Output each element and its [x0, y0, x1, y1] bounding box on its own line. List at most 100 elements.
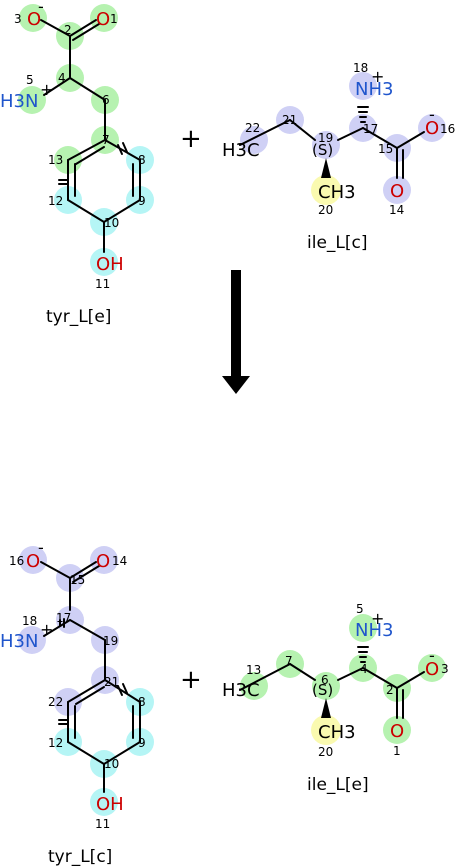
- hl-atom-16: [418, 114, 446, 142]
- atom-index-20: 20: [318, 745, 333, 759]
- bonds: [40, 561, 141, 793]
- atom-label-14: O: [96, 551, 110, 572]
- atom-label-3: O: [425, 659, 439, 680]
- bold-wedge: [321, 698, 331, 718]
- atom-labels: NH3 + H3C (S) O - CH3 O: [222, 609, 439, 743]
- atom-index-22: 22: [245, 121, 260, 135]
- molecule-tyr-L-e: O - O H3N + OH 3 1 2 4 5 6 7 13 8 12 9 1…: [0, 0, 154, 327]
- atom-indices: 16 14 15 17 18 19 21 22 8 12 9 10 11: [9, 554, 146, 831]
- atom-indices: 3 1 2 4 5 6 7 13 8 12 9 10 11: [14, 12, 146, 291]
- atom-index-3: 3: [441, 662, 449, 676]
- atom-charge-16: -: [38, 538, 44, 557]
- atom-label-5: H3N: [0, 91, 38, 112]
- hl-atom-1: [383, 716, 411, 744]
- atom-highlights: [18, 546, 154, 816]
- hl-atom-18: [349, 72, 377, 100]
- hl-atom-6: [312, 672, 340, 700]
- atom-index-4: 4: [360, 662, 368, 676]
- hl-atom-18: [18, 626, 46, 654]
- atom-charge-18: +: [371, 67, 384, 86]
- molecule-name: tyr_L[e]: [46, 307, 111, 327]
- hl-atom-16: [19, 546, 47, 574]
- bonds: [239, 646, 425, 719]
- atom-indices: 18 22 21 19 17 16 15 20 14: [245, 61, 455, 217]
- atom-label-16: O: [425, 118, 439, 139]
- atom-index-7: 7: [285, 654, 293, 668]
- atom-labels: O - O H3N + OH: [0, 0, 124, 275]
- molecule-name: ile_L[c]: [307, 233, 368, 253]
- atom-index-20: 20: [318, 203, 333, 217]
- hl-atom-5: [349, 614, 377, 642]
- atom-index-8: 8: [138, 153, 146, 167]
- atom-index-12: 12: [48, 736, 63, 750]
- hl-atom-22: [240, 126, 268, 154]
- atom-index-5: 5: [356, 602, 364, 616]
- atom-index-9: 9: [138, 736, 146, 750]
- atom-label-1: O: [390, 721, 404, 742]
- atom-index-14: 14: [112, 554, 127, 568]
- bold-wedge: [321, 158, 331, 178]
- atom-index-5: 5: [26, 73, 34, 87]
- atom-label-11: OH: [96, 254, 124, 275]
- atom-charge-5: +: [371, 609, 384, 628]
- atom-index-11: 11: [95, 277, 110, 291]
- atom-label-20: CH3: [318, 182, 356, 203]
- hashed-wedge: [59, 618, 65, 628]
- reaction-arrow: [222, 270, 250, 394]
- atom-label-18: H3N: [0, 631, 38, 652]
- atom-index-15: 15: [70, 573, 85, 587]
- atom-index-3: 3: [14, 12, 22, 26]
- atom-index-10: 10: [104, 757, 119, 771]
- atom-index-17: 17: [56, 611, 71, 625]
- atom-index-16: 16: [440, 122, 455, 136]
- plus-sign-products: +: [180, 665, 202, 695]
- atom-label-11: OH: [96, 794, 124, 815]
- atom-index-2: 2: [386, 683, 394, 697]
- molecule-ile-L-c: NH3 + H3C (S) O - CH3 O 18 22 21 19 17 1…: [222, 61, 455, 253]
- atom-label-18: NH3: [355, 79, 393, 100]
- hl-atom-14: [383, 176, 411, 204]
- atom-highlights: [18, 4, 154, 276]
- atom-index-19: 19: [103, 634, 118, 648]
- hl-atom-19: [312, 131, 340, 159]
- atom-index-8: 8: [138, 695, 146, 709]
- atom-charge-3: -: [38, 0, 44, 16]
- atom-index-1: 1: [393, 744, 401, 758]
- hl-atom-20: [311, 175, 341, 205]
- atom-index-2: 2: [64, 23, 72, 37]
- atom-index-21: 21: [104, 675, 119, 689]
- atom-label-14: O: [390, 181, 404, 202]
- hashed-wedge: [357, 646, 369, 663]
- atom-label-13: H3C: [222, 680, 260, 701]
- atom-charge-3: -: [429, 646, 435, 665]
- atom-index-17: 17: [363, 122, 378, 136]
- atom-index-9: 9: [138, 194, 146, 208]
- atom-index-13: 13: [48, 153, 63, 167]
- atom-index-15: 15: [378, 142, 393, 156]
- atom-charge-16: -: [429, 105, 435, 124]
- atom-index-21: 21: [282, 113, 297, 127]
- atom-label-1: O: [96, 9, 110, 30]
- plus-sign-reactants: +: [180, 124, 202, 154]
- bonds: [239, 106, 425, 179]
- molecule-tyr-L-c: O - O H3N + OH 16 14 15 17 18 19 21 22 8…: [0, 538, 154, 867]
- hl-atom-3: [19, 4, 47, 32]
- atom-index-11: 11: [95, 817, 110, 831]
- bonds: [40, 19, 141, 253]
- atom-index-16: 16: [9, 554, 24, 568]
- atom-charge-18: +: [40, 620, 53, 639]
- atom-index-1: 1: [110, 12, 118, 26]
- atom-index-18: 18: [22, 614, 37, 628]
- molecule-name: tyr_L[c]: [48, 847, 112, 867]
- atom-index-22: 22: [48, 695, 63, 709]
- hashed-wedge: [357, 106, 369, 123]
- atom-label-22: H3C: [222, 140, 260, 161]
- atom-index-19: 19: [318, 131, 333, 145]
- atom-index-13: 13: [246, 663, 261, 677]
- atom-index-18: 18: [353, 61, 368, 75]
- atom-label-5: NH3: [355, 620, 393, 641]
- hl-atom-3: [418, 654, 446, 682]
- stereo-label: (S): [312, 141, 333, 159]
- hl-atom-20: [311, 715, 341, 745]
